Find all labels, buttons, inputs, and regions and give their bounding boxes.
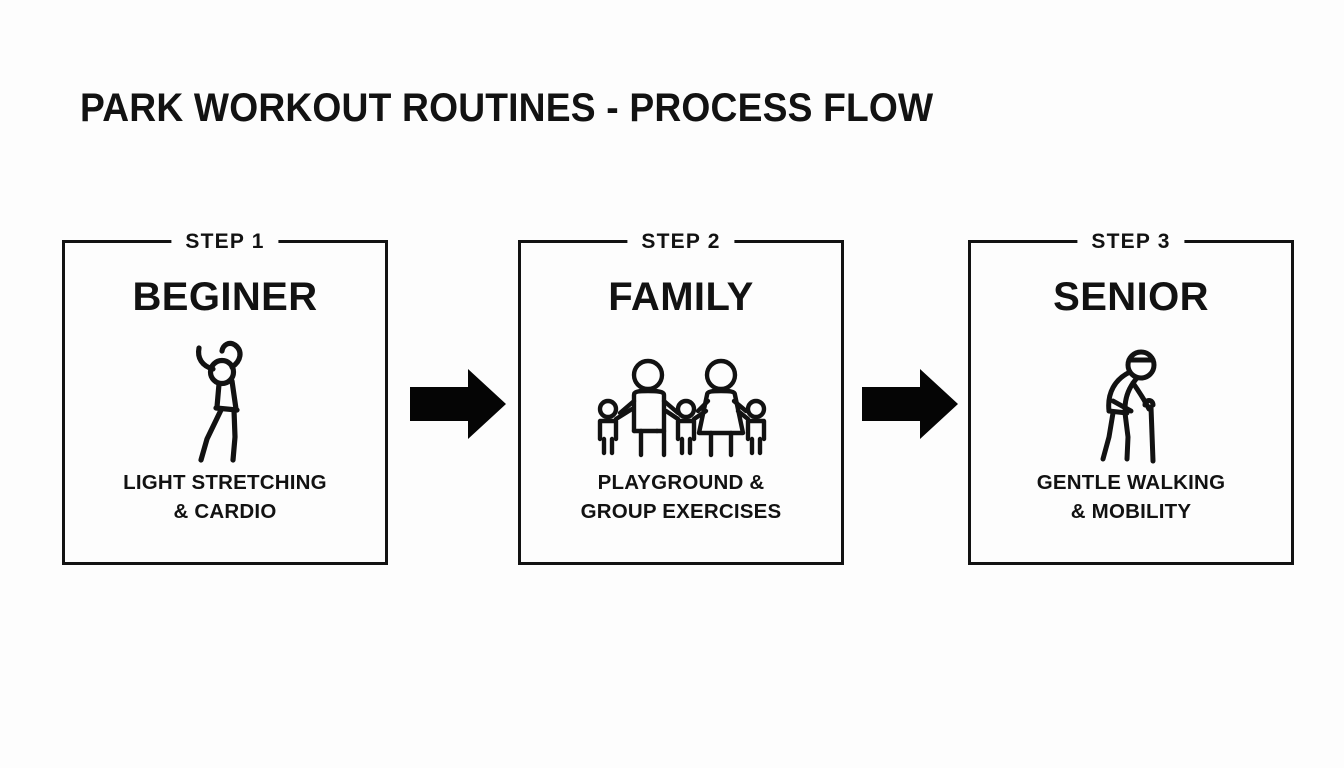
step-caption-2-line2: GROUP EXERCISES	[580, 500, 782, 523]
step-caption-3: GENTLE WALKING & MOBILITY	[971, 468, 1291, 526]
step-caption-3-line2: & MOBILITY	[1070, 500, 1192, 523]
step-caption-2-line1: PLAYGROUND &	[597, 471, 765, 494]
step-caption-1-line2: & CARDIO	[173, 500, 277, 523]
step-badge-2: STEP 2	[627, 227, 735, 257]
family-group-icon	[521, 338, 841, 468]
step-heading-2: FAMILY	[608, 275, 754, 319]
elderly-person-with-cane-icon	[971, 338, 1291, 468]
step-caption-2: PLAYGROUND & GROUP EXERCISES	[521, 468, 841, 526]
step-heading-3: SENIOR	[1053, 275, 1209, 319]
step-card-3[interactable]: STEP 3 SENIOR	[968, 227, 1294, 565]
step-caption-1: LIGHT STRETCHING & CARDIO	[65, 468, 385, 526]
arrow-step1-to-step2	[410, 367, 506, 441]
arrow-step2-to-step3	[862, 367, 958, 441]
step-heading-1: BEGINER	[132, 275, 318, 319]
page-title: PARK WORKOUT ROUTINES - PROCESS FLOW	[80, 86, 934, 130]
step-badge-3: STEP 3	[1077, 227, 1185, 257]
step-caption-1-line1: LIGHT STRETCHING	[123, 471, 327, 494]
step-card-1[interactable]: STEP 1 BEGINER	[62, 227, 388, 565]
step-badge-1: STEP 1	[171, 227, 279, 257]
step-card-2[interactable]: STEP 2 FAMILY	[518, 227, 844, 565]
stretching-person-icon	[65, 338, 385, 468]
step-caption-3-line1: GENTLE WALKING	[1036, 471, 1226, 494]
